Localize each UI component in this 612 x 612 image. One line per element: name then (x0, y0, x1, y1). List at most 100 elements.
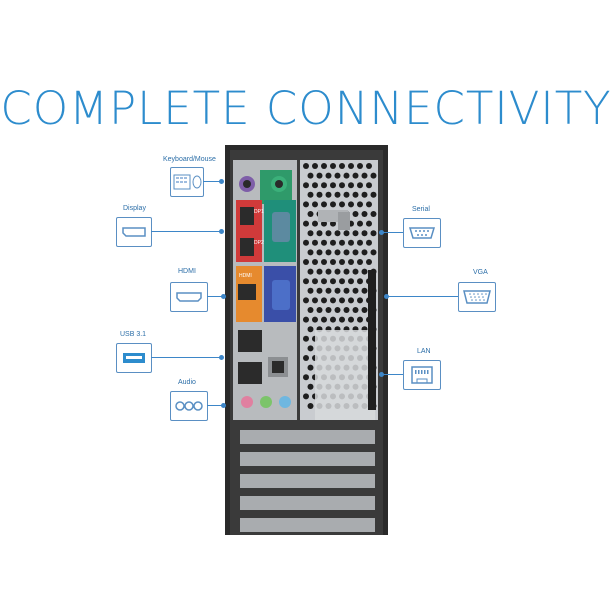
vent-hole (312, 201, 318, 208)
vent-hole (352, 211, 359, 217)
vent-hole (343, 268, 350, 275)
vent-hole (370, 191, 377, 198)
vent-hole (352, 172, 359, 179)
hdmi-icon (170, 282, 208, 312)
label-audio: Audio (178, 379, 196, 386)
vent-hole (321, 220, 327, 227)
vent-hole (307, 307, 314, 313)
vent-hole (334, 268, 341, 275)
usb-icon (116, 343, 152, 373)
vent-hole (303, 335, 309, 342)
vent-hole (366, 239, 372, 246)
vent-hole (307, 172, 314, 179)
vent-hole (339, 297, 345, 304)
vent-hole (307, 230, 314, 237)
vent-hole (303, 259, 309, 265)
vent-hole (312, 182, 318, 189)
vent-hole (361, 307, 368, 313)
vent-hole (325, 287, 332, 294)
connector-line-hdmi (207, 296, 223, 297)
vent-hole (357, 259, 363, 265)
vent-hole (316, 230, 323, 237)
vent-hole (330, 220, 336, 227)
label-keyboard-mouse: Keyboard/Mouse (163, 156, 216, 163)
vent-hole (343, 249, 350, 256)
serial-port-icon (403, 218, 441, 248)
vent-hole (330, 259, 336, 265)
serial-port (272, 212, 290, 242)
label-serial: Serial (412, 206, 430, 213)
label-vga: VGA (473, 269, 488, 276)
usb-ports-bottom (238, 362, 262, 384)
dp2-label: DP2 (254, 240, 264, 246)
vent-hole (357, 220, 363, 227)
connector-dot-vga (384, 294, 389, 299)
vent-hole (316, 287, 323, 294)
vga-port-icon (458, 282, 496, 312)
vent-hole (330, 297, 336, 304)
vent-hole (357, 182, 363, 189)
vent-hole (307, 287, 314, 294)
page-title: COMPLETE CONNECTIVITY (0, 82, 612, 135)
vent-hole (303, 374, 309, 381)
vent-hole (330, 278, 336, 285)
vent-hole (352, 268, 359, 275)
connector-dot-lan (379, 372, 384, 377)
vent-hole (303, 182, 309, 189)
vent-hole (343, 172, 350, 179)
vent-hole (312, 220, 318, 227)
vent-hole (334, 287, 341, 294)
connector-dot-keyboard (219, 179, 224, 184)
vent-hole (325, 191, 332, 198)
vent-hole (307, 383, 314, 390)
vent-hole (334, 249, 341, 256)
vent-hole (348, 278, 354, 285)
vent-hole (330, 316, 336, 323)
label-usb: USB 3.1 (120, 331, 147, 338)
vent-hole (330, 201, 336, 208)
vent-hole (357, 163, 363, 169)
hdmi-io-label: HDMI (239, 273, 252, 279)
vent-hole (352, 191, 359, 198)
vent-hole (361, 287, 368, 294)
vent-hole (370, 249, 377, 256)
vent-hole (303, 316, 309, 323)
vent-hole (339, 278, 345, 285)
audio-line-in-jack (279, 396, 291, 408)
audio-jacks-icon (170, 391, 208, 421)
connector-line-vga (388, 296, 458, 297)
vent-hole (307, 403, 314, 409)
lan-port-icon (403, 360, 441, 390)
vent-hole (357, 278, 363, 285)
vent-hole (348, 297, 354, 304)
vent-hole (307, 326, 314, 333)
vent-hole (325, 307, 332, 313)
vent-hole (303, 220, 309, 227)
vent-hole (321, 259, 327, 265)
vent-hole (361, 230, 368, 237)
connector-line-keyboard (203, 181, 221, 182)
vent-hole (334, 230, 341, 237)
vent-hole (307, 249, 314, 256)
vent-hole (303, 278, 309, 285)
vent-hole (303, 163, 309, 169)
displayport-1 (240, 207, 254, 225)
vent-hole (325, 230, 332, 237)
vent-hole (361, 172, 368, 179)
connector-dot-audio (221, 403, 226, 408)
vent-hole (348, 239, 354, 246)
connector-line-serial (383, 232, 403, 233)
vent-hole (316, 191, 323, 198)
vent-holes (303, 163, 377, 409)
vent-hole (312, 297, 318, 304)
vent-hole (325, 172, 332, 179)
connector-dot-serial (379, 230, 384, 235)
vent-hole (343, 307, 350, 313)
dp1-label: DP1 (254, 209, 264, 215)
usb-ports-top (238, 330, 262, 352)
vent-hole (312, 259, 318, 265)
vent-hole (303, 355, 309, 361)
vent-hole (343, 230, 350, 237)
vent-hole (330, 163, 336, 169)
